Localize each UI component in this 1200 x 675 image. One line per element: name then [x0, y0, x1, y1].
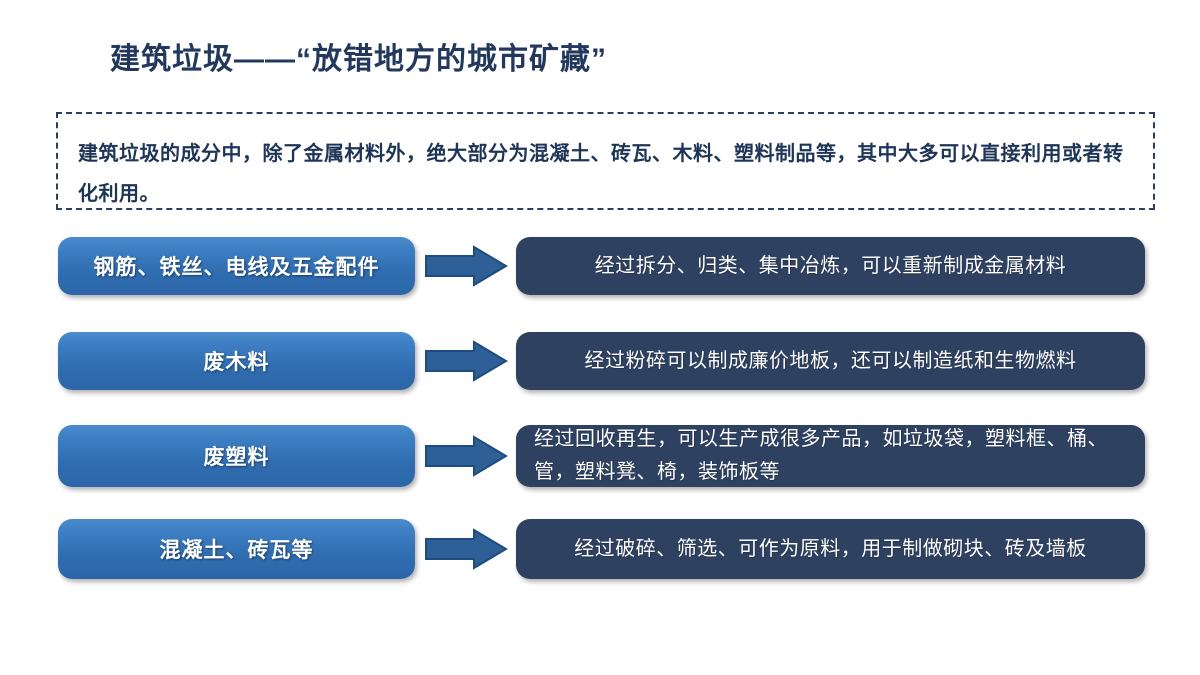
page-title: 建筑垃圾——“放错地方的城市矿藏” — [110, 43, 607, 76]
right-arrow-icon — [424, 340, 508, 382]
treatment-box[interactable]: 经过回收再生，可以生产成很多产品，如垃圾袋，塑料框、桶、管，塑料凳、椅，装饰板等 — [516, 425, 1145, 487]
right-arrow-icon — [424, 528, 508, 570]
description-box: 建筑垃圾的成分中，除了金属材料外，绝大部分为混凝土、砖瓦、木料、塑料制品等，其中… — [56, 112, 1155, 210]
treatment-label: 经过拆分、归类、集中冶炼，可以重新制成金属材料 — [594, 254, 1067, 277]
treatment-label: 经过回收再生，可以生产成很多产品，如垃圾袋，塑料框、桶、管，塑料凳、椅，装饰板等 — [534, 428, 1108, 483]
description-text: 建筑垃圾的成分中，除了金属材料外，绝大部分为混凝土、砖瓦、木料、塑料制品等，其中… — [78, 143, 1124, 205]
material-box[interactable]: 混凝土、砖瓦等 — [58, 519, 415, 579]
treatment-box[interactable]: 经过粉碎可以制成廉价地板，还可以制造纸和生物燃料 — [516, 332, 1145, 390]
treatment-box[interactable]: 经过拆分、归类、集中冶炼，可以重新制成金属材料 — [516, 237, 1145, 295]
treatment-label: 经过粉碎可以制成廉价地板，还可以制造纸和生物燃料 — [584, 349, 1077, 372]
material-box[interactable]: 废塑料 — [58, 425, 415, 487]
right-arrow-icon — [424, 245, 508, 287]
material-label: 废木料 — [203, 351, 270, 374]
treatment-label: 经过破碎、筛选、可作为原料，用于制做砌块、砖及墙板 — [574, 537, 1087, 560]
material-label: 混凝土、砖瓦等 — [159, 539, 314, 562]
material-label: 钢筋、铁丝、电线及五金配件 — [93, 256, 380, 279]
material-box[interactable]: 废木料 — [58, 332, 415, 390]
right-arrow-icon — [424, 435, 508, 477]
treatment-box[interactable]: 经过破碎、筛选、可作为原料，用于制做砌块、砖及墙板 — [516, 519, 1145, 579]
material-box[interactable]: 钢筋、铁丝、电线及五金配件 — [58, 237, 415, 295]
material-label: 废塑料 — [203, 446, 270, 469]
